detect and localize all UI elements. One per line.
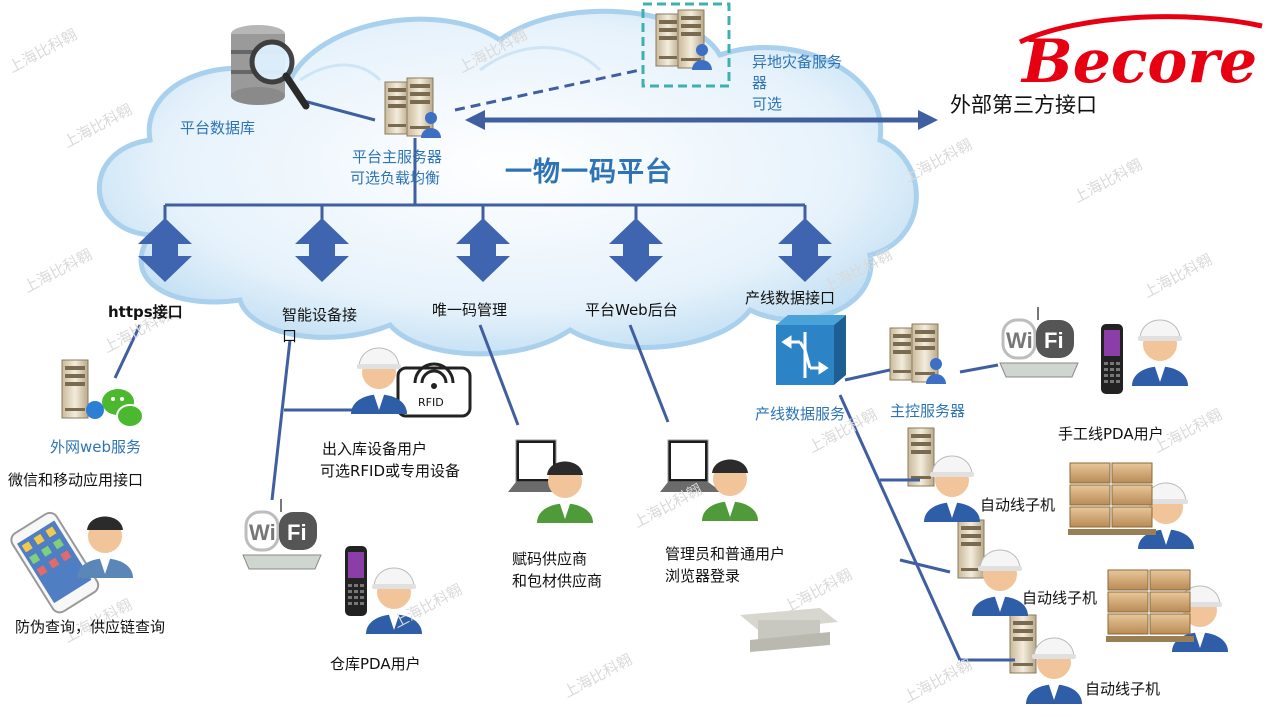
double-arrow-icon <box>295 218 349 282</box>
smartphone-icon <box>10 511 100 614</box>
smart-device-label-line2: 口 <box>282 327 298 345</box>
auto-line-server-1 <box>907 427 935 487</box>
admin-user-label-line1: 管理员和普通用户 <box>665 545 786 563</box>
backup-server-label-line2: 器 <box>752 74 768 92</box>
auto-line-server-3 <box>1009 614 1037 674</box>
becore-logo: Becore <box>1018 14 1263 97</box>
database-label: 平台数据库 <box>180 119 256 137</box>
manual-pda-label: 手工线PDA用户 <box>1058 425 1164 443</box>
https-interface-label: https接口 <box>108 303 183 321</box>
rfid-reader-icon <box>396 362 472 418</box>
switch-icon <box>776 315 846 385</box>
anti-fake-query-label: 防伪查询，供应链查询 <box>15 618 166 636</box>
inout-user-label-line2: 可选RFID或专用设备 <box>320 462 461 480</box>
wifi-router-icon-left: Wi Fi <box>242 499 322 570</box>
auto-line-label-2: 自动线子机 <box>1022 589 1098 607</box>
supplier-label-line1: 赋码供应商 <box>512 550 588 568</box>
rfid-text: RFID <box>418 396 444 409</box>
main-server-icon <box>384 77 441 138</box>
svg-text:Wi: Wi <box>1006 328 1033 353</box>
laptop-icon-admin <box>660 439 722 492</box>
cargo-boxes-1 <box>1068 462 1156 535</box>
admin-user-label-line2: 浏览器登录 <box>665 567 741 585</box>
backup-server-label-line3: 可选 <box>752 95 783 113</box>
svg-text:Fi: Fi <box>1044 328 1064 353</box>
laptop-icon-supplier <box>508 439 570 492</box>
printer-icon <box>722 600 840 658</box>
double-arrow-icon <box>609 218 663 282</box>
production-line-interface-label: 产线数据接口 <box>745 289 836 307</box>
auto-line-worker-1 <box>924 455 980 522</box>
backup-frame <box>641 2 731 88</box>
svg-text:Wi: Wi <box>249 520 276 545</box>
client-links <box>113 324 1015 662</box>
extranet-web-label: 外网web服务 <box>50 438 142 456</box>
wechat-mobile-label: 微信和移动应用接口 <box>8 471 144 489</box>
double-arrow-icon <box>778 218 832 282</box>
interface-arrows <box>138 218 832 282</box>
extranet-server-icon <box>61 359 89 419</box>
web-backend-label: 平台Web后台 <box>585 301 678 319</box>
auto-line-worker-3 <box>1026 637 1082 704</box>
platform-bus <box>163 98 807 222</box>
manual-pda-user-icon <box>1132 319 1188 386</box>
supplier-person-icon <box>537 461 593 523</box>
supplier-label-line2: 和包材供应商 <box>512 572 603 590</box>
double-arrow-icon <box>138 218 192 282</box>
auto-line-label-3: 自动线子机 <box>1085 680 1161 698</box>
inout-device-user-icon <box>351 347 407 414</box>
production-service-label: 产线数据服务 <box>755 405 846 423</box>
svg-text:Fi: Fi <box>287 520 307 545</box>
unique-code-label: 唯一码管理 <box>432 301 508 319</box>
double-arrow-icon <box>456 218 510 282</box>
wifi-router-icon-right: Wi Fi <box>999 307 1079 378</box>
auto-line-label-1: 自动线子机 <box>980 496 1056 514</box>
manual-pda-icon <box>1101 324 1123 394</box>
external-api-label: 外部第三方接口 <box>950 93 1097 117</box>
backup-server-icon <box>655 9 712 70</box>
cargo-boxes-2 <box>1106 569 1194 642</box>
auto-line-worker-4 <box>1138 482 1194 549</box>
main-server-label-line2: 可选负载均衡 <box>350 169 441 187</box>
auto-line-worker-2 <box>972 549 1028 616</box>
platform-title: 一物一码平台 <box>505 157 673 188</box>
database-icon <box>231 25 310 110</box>
consumer-person-icon <box>77 516 133 578</box>
main-server-label-line1: 平台主服务器 <box>352 148 443 166</box>
inout-user-label-line1: 出入库设备用户 <box>322 440 428 458</box>
backup-server-label-line1: 异地灾备服务 <box>752 53 843 71</box>
smart-device-label-line1: 智能设备接 <box>282 306 358 324</box>
warehouse-pda-icon <box>345 546 367 616</box>
external-api-arrow <box>465 110 938 130</box>
warehouse-pda-label: 仓库PDA用户 <box>330 655 421 673</box>
master-server-label: 主控服务器 <box>890 402 966 420</box>
wechat-icon <box>86 389 144 428</box>
master-server-icon <box>889 323 946 384</box>
logo-text: Becore <box>1020 27 1257 97</box>
admin-person-icon <box>702 459 758 521</box>
warehouse-pda-user-icon <box>366 567 422 634</box>
